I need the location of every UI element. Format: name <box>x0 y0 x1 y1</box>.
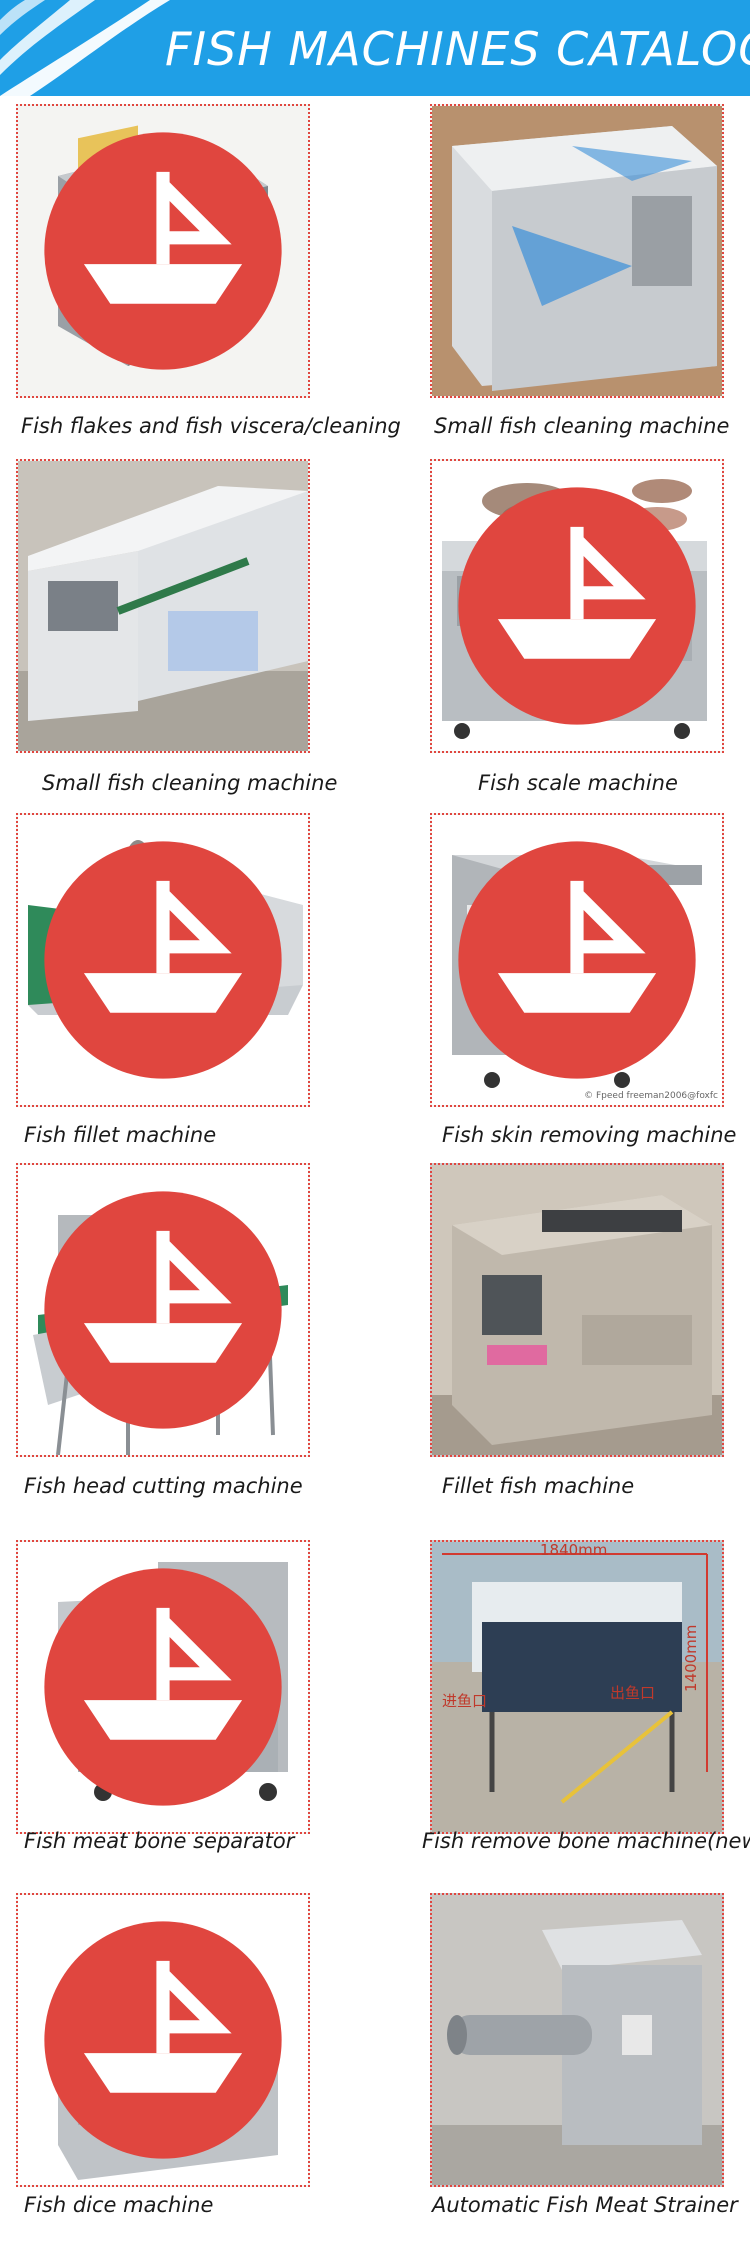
product-card-11[interactable]: Fish dice machine <box>16 1893 310 2217</box>
product-caption: Automatic Fish Meat Strainer <box>432 2193 738 2217</box>
product-caption: Small fish cleaning machine <box>42 771 338 795</box>
product-caption: Small fish cleaning machine <box>434 414 730 438</box>
product-card-3[interactable]: Small fish cleaning machine <box>16 459 337 795</box>
product-caption: Fish flakes and fish viscera/cleaning <box>21 414 401 438</box>
product-photo: 出口 <box>430 459 724 753</box>
swoosh-decoration-icon <box>0 0 170 96</box>
product-card-7[interactable]: Fish head cutting machine <box>16 1163 310 1498</box>
product-photo <box>16 813 310 1107</box>
product-caption: Fish scale machine <box>478 771 678 795</box>
catalog-header: FISH MACHINES CATALOG <box>0 0 750 96</box>
brand-logo-icon <box>44 132 282 370</box>
product-photo: 1840mm 1400mm 进鱼口 出鱼口 <box>430 1540 724 1834</box>
product-photo <box>430 104 724 398</box>
product-photo <box>430 1163 724 1457</box>
product-photo <box>430 1893 724 2187</box>
brand-logo-icon <box>44 1921 282 2159</box>
product-card-8[interactable]: Fillet fish machine <box>430 1163 724 1498</box>
dimension-width-label: 1840mm <box>540 1541 608 1559</box>
product-card-6[interactable]: © Fpeed freeman2006@foxfc Fish skin remo… <box>430 813 736 1147</box>
product-caption: Fish skin removing machine <box>442 1123 737 1147</box>
product-caption: Fish remove bone machine(new) <box>422 1829 750 1853</box>
product-caption: Fish fillet machine <box>24 1123 217 1147</box>
product-photo: © Fpeed freeman2006@foxfc <box>430 813 724 1107</box>
product-photo <box>16 1163 310 1457</box>
brand-logo-icon <box>44 1568 282 1806</box>
product-photo <box>16 1540 310 1834</box>
product-card-10[interactable]: 1840mm 1400mm 进鱼口 出鱼口 Fish remove bone m… <box>422 1540 750 1853</box>
product-photo <box>16 104 310 398</box>
product-caption: Fish meat bone separator <box>24 1829 295 1853</box>
product-card-5[interactable]: Fish fillet machine <box>16 813 310 1147</box>
page-title: FISH MACHINES CATALOG <box>165 22 750 76</box>
fillet-fish-machine-icon <box>432 1165 722 1455</box>
inlet-label: 进鱼口 <box>442 1692 488 1710</box>
product-card-9[interactable]: Fish meat bone separator <box>16 1540 310 1853</box>
stainless-cabinet-machine-icon <box>432 106 722 396</box>
product-card-12[interactable]: Automatic Fish Meat Strainer <box>430 1893 738 2217</box>
brand-logo-icon <box>458 487 696 725</box>
product-card-2[interactable]: Small fish cleaning machine <box>430 104 729 438</box>
product-photo <box>16 459 310 753</box>
brand-logo-icon <box>458 841 696 1079</box>
product-card-1[interactable]: Fish flakes and fish viscera/cleaning <box>16 104 401 438</box>
brand-logo-icon <box>44 841 282 1079</box>
product-caption: Fish dice machine <box>24 2193 214 2217</box>
product-photo <box>16 1893 310 2187</box>
remove-bone-machine-icon <box>432 1542 722 1832</box>
conveyor-cleaning-machine-icon <box>18 461 308 751</box>
product-caption: Fish head cutting machine <box>24 1474 303 1498</box>
meat-strainer-machine-icon <box>432 1895 722 2185</box>
brand-logo-icon <box>44 1191 282 1429</box>
image-watermark: © Fpeed freeman2006@foxfc <box>584 1091 718 1101</box>
dimension-height-label: 1400mm <box>682 1624 700 1692</box>
product-card-4[interactable]: 出口 Fish scale machine <box>430 459 724 795</box>
product-caption: Fillet fish machine <box>442 1474 635 1498</box>
outlet-label: 出鱼口 <box>610 1684 656 1702</box>
